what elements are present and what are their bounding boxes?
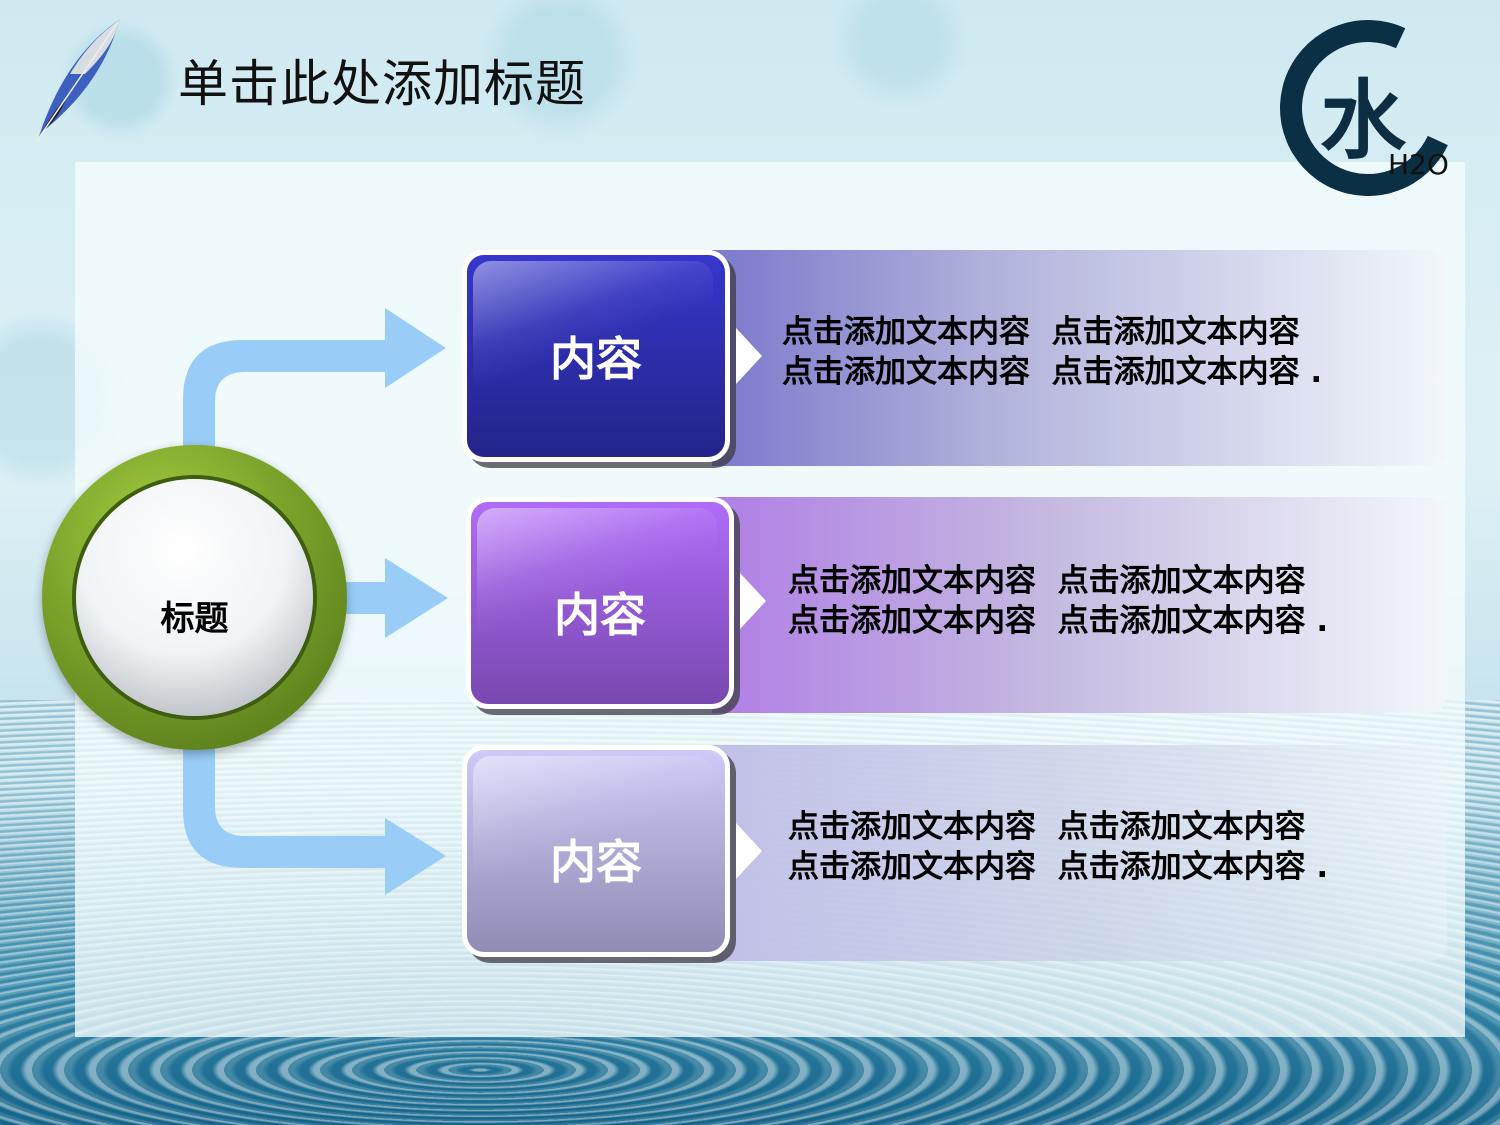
gloss-highlight (477, 508, 717, 638)
content-row-3[interactable]: 内容 点击添加文本内容 点击添加文本内容 点击添加文本内容 点击添加文本内容 . (462, 745, 1452, 963)
arrow-bottom-icon (183, 745, 446, 895)
content-box-label: 内容 (554, 588, 646, 642)
arrow-top-icon (183, 308, 446, 450)
slide-title[interactable]: 单击此处添加标题 (178, 55, 586, 113)
content-box[interactable]: 内容 (462, 250, 730, 462)
hub-label: 标题 (160, 599, 229, 639)
row-text-line-2[interactable]: 点击添加文本内容 点击添加文本内容 . (782, 354, 1323, 390)
row-text-line-2[interactable]: 点击添加文本内容 点击添加文本内容 . (788, 603, 1329, 639)
content-box[interactable]: 内容 (462, 745, 730, 957)
pointer-triangle-icon (736, 328, 762, 384)
row-band (712, 497, 1447, 713)
logo-character: 水 (1320, 70, 1406, 171)
row-band (712, 250, 1447, 466)
feather-icon (35, 19, 120, 143)
content-box[interactable]: 内容 (466, 497, 734, 709)
hub-circle[interactable]: 标题 (42, 445, 347, 750)
hub-inner-sphere: 标题 (76, 479, 313, 716)
pointer-triangle-icon (740, 573, 766, 629)
content-row-2[interactable]: 内容 点击添加文本内容 点击添加文本内容 点击添加文本内容 点击添加文本内容 . (462, 497, 1452, 715)
row-text-line-2[interactable]: 点击添加文本内容 点击添加文本内容 . (788, 849, 1329, 885)
row-band (712, 745, 1447, 961)
h2o-logo: 水 H2O (1255, 0, 1481, 221)
content-box-label: 内容 (550, 835, 642, 889)
gloss-highlight (473, 756, 713, 886)
row-text-line-1[interactable]: 点击添加文本内容 点击添加文本内容 (788, 563, 1306, 599)
content-box-label: 内容 (550, 332, 642, 386)
row-text-line-1[interactable]: 点击添加文本内容 点击添加文本内容 (782, 314, 1300, 350)
pointer-triangle-icon (736, 823, 762, 879)
arrow-middle-icon (345, 558, 448, 638)
content-row-1[interactable]: 内容 点击添加文本内容 点击添加文本内容 点击添加文本内容 点击添加文本内容 . (462, 250, 1452, 468)
gloss-highlight (473, 261, 713, 391)
row-text-line-1[interactable]: 点击添加文本内容 点击添加文本内容 (788, 809, 1306, 845)
logo-subtitle: H2O (1388, 148, 1449, 181)
